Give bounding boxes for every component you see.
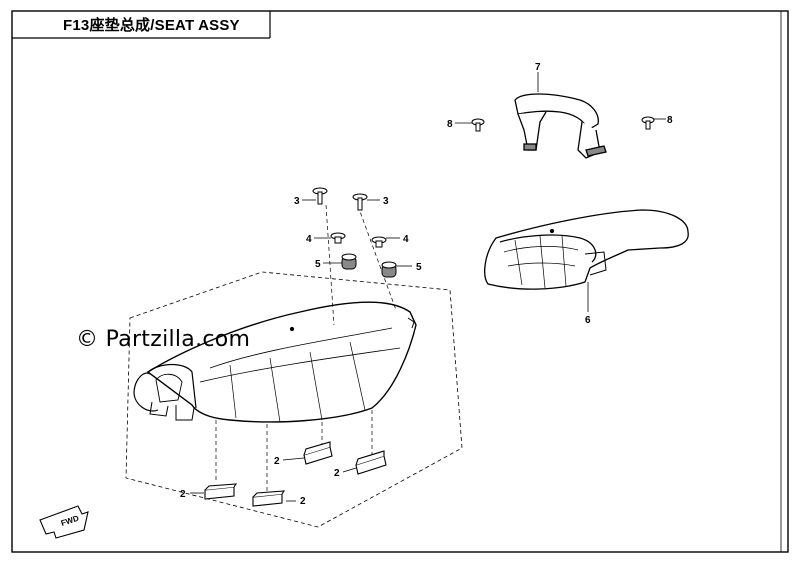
- main-seat-cushion: [146, 301, 417, 423]
- screw-part-8: [471, 116, 655, 132]
- callout-4-left: 4: [306, 234, 312, 245]
- bolt-part-3: [312, 187, 368, 211]
- watermark: © Partzilla.com: [76, 327, 251, 352]
- callout-7: 7: [535, 62, 541, 73]
- assembly-boundary: [125, 271, 463, 528]
- rubber-pad-part-2: [204, 441, 387, 507]
- rear-seat-part-6: [484, 209, 689, 290]
- callout-3-right: 3: [383, 196, 389, 207]
- callout-2-right: 2: [334, 468, 340, 479]
- callout-6: 6: [585, 315, 591, 326]
- grommet-part-5: [341, 253, 397, 278]
- washer-part-4: [330, 232, 387, 248]
- drawing-frame: [11, 10, 789, 553]
- callout-8-right: 8: [667, 115, 673, 126]
- fwd-arrow-icon: FWD: [39, 505, 89, 539]
- callout-5-right: 5: [416, 262, 422, 273]
- page-title: F13座垫总成/SEAT ASSY: [63, 17, 240, 34]
- callout-8-left: 8: [447, 119, 453, 130]
- callout-2-bottom: 2: [300, 496, 306, 507]
- leader-lines: [190, 72, 666, 502]
- callout-2-middle: 2: [274, 456, 280, 467]
- callout-3-left: 3: [294, 196, 300, 207]
- callout-2-left: 2: [180, 489, 186, 500]
- callout-5-left: 5: [315, 259, 321, 270]
- callout-4-right: 4: [403, 234, 409, 245]
- main-seat-group: [125, 204, 463, 528]
- grab-handle-part-7: [514, 93, 607, 159]
